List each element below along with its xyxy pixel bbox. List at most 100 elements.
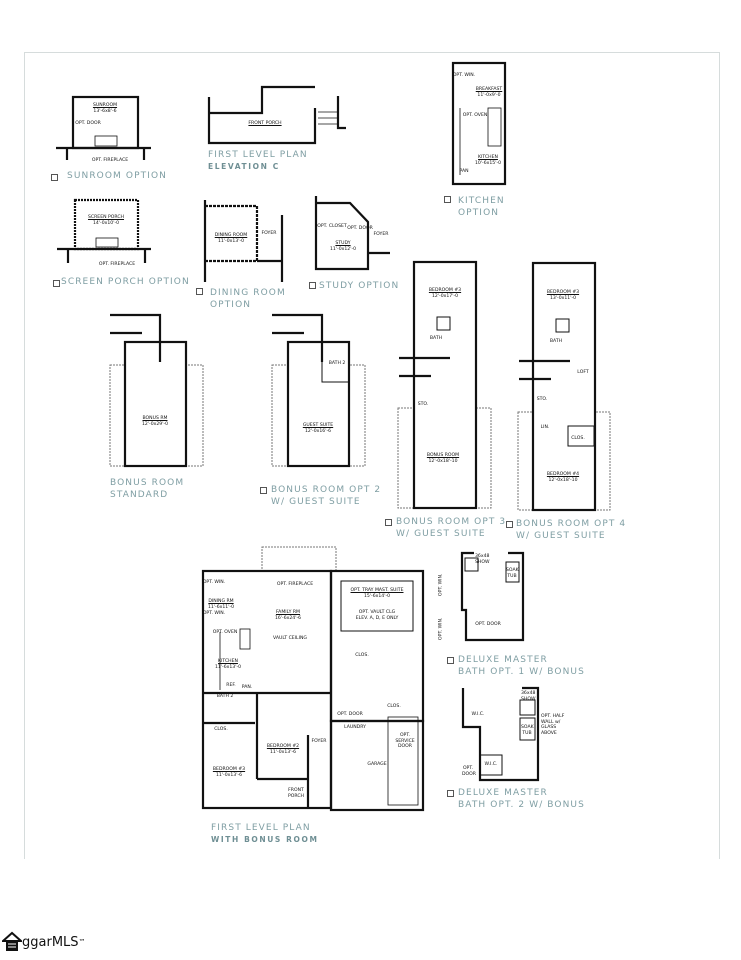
loft-label: LOFT <box>577 370 589 375</box>
caption-sunroom-option: SUNROOM OPTION <box>67 171 167 181</box>
room-name: BEDROOM #2 <box>266 744 300 749</box>
caption-line: W/ GUEST SUITE <box>516 531 606 541</box>
shower-label: 36x48 SHOW <box>475 554 490 565</box>
room-name: DINING RM <box>208 599 234 604</box>
shower-label: 36x48 SHOW <box>521 691 536 702</box>
screen-porch-option-checkbox[interactable] <box>53 280 60 287</box>
bonus-standard-plan <box>109 313 204 468</box>
half-wall-label: OPT. HALF WALL w/ GLASS ABOVE <box>541 714 565 736</box>
storage-label: STO. <box>417 402 429 407</box>
caption-line: BONUS ROOM <box>110 478 185 488</box>
caption-screen-porch-option: SCREEN PORCH OPTION <box>61 277 190 287</box>
opt-door-label: OPT. DOOR <box>75 121 101 126</box>
tub-label: SOAK TUB <box>521 725 534 736</box>
closet-label: CLOS. <box>571 436 585 441</box>
caption-line: DINING ROOM <box>210 288 286 298</box>
room-name: STUDY <box>335 241 351 246</box>
opt-fireplace-label: OPT. FIREPLACE <box>91 158 129 163</box>
pantry-label: PAN <box>459 169 469 174</box>
opt-fireplace-label: OPT. FIREPLACE <box>98 262 136 267</box>
sunroom-option-checkbox[interactable] <box>51 174 58 181</box>
bonus-room-opt3-checkbox[interactable] <box>385 519 392 526</box>
caption-line: DELUXE MASTER <box>458 788 548 798</box>
trademark: ™ <box>78 938 86 946</box>
pantry-label: PAN. <box>241 685 253 690</box>
room-name: KITCHEN <box>478 155 498 160</box>
closet-label: CLOS. <box>387 704 401 709</box>
foyer-label: FOYER <box>311 739 327 744</box>
room-name: GUEST SUITE <box>302 423 334 428</box>
bonus-room-opt4-checkbox[interactable] <box>506 521 513 528</box>
deluxe-master-bath-2-checkbox[interactable] <box>447 790 454 797</box>
opt-service-door-label: OPT. SERVICE DOOR <box>395 733 415 749</box>
opt-oven-label: OPT. OVEN <box>212 630 238 635</box>
room-dim: 11'-6x11'-0 <box>207 604 235 610</box>
opt-oven-label: OPT. OVEN <box>462 113 488 118</box>
bath-label: BATH <box>429 336 443 341</box>
room-name: BEDROOM #3 <box>428 288 462 293</box>
opt-door-label: OPT. DOOR <box>475 622 501 627</box>
kitchen-option-checkbox[interactable] <box>444 196 451 203</box>
room-dim: 11'-0x13'-6 <box>269 749 297 755</box>
room-dim: 10'-6x15'-0 <box>474 160 502 166</box>
dining-room-option-checkbox[interactable] <box>196 288 203 295</box>
caption-subtitle: WITH BONUS ROOM <box>211 835 319 844</box>
study-option-checkbox[interactable] <box>309 282 316 289</box>
page-frame <box>24 52 720 859</box>
caption-line: BATH OPT. 1 W/ BONUS <box>458 667 585 677</box>
caption-title: FIRST LEVEL PLAN <box>208 150 308 160</box>
caption-line: DELUXE MASTER <box>458 655 548 665</box>
deluxe-master-bath-1-checkbox[interactable] <box>447 657 454 664</box>
room-dim: 11'-6x13'-0 <box>214 664 242 670</box>
bonus-room-opt2-checkbox[interactable] <box>260 487 267 494</box>
room-name: FAMILY RM <box>275 610 301 615</box>
caption-title: FIRST LEVEL PLAN <box>211 823 311 833</box>
caption-line: BONUS ROOM OPT 4 <box>516 519 627 529</box>
room-name: BEDROOM #4 <box>546 472 580 477</box>
room-dim: 13'-6x8'-6 <box>93 108 117 114</box>
caption-line: OPTION <box>210 300 252 310</box>
room-dim: 15'-6x14'-0 <box>363 593 391 599</box>
room-name: BEDROOM #3 <box>212 767 246 772</box>
room-dim: 12'-0x18'-10 <box>428 458 458 464</box>
room-dim: 12'-0x18'-10 <box>548 477 578 483</box>
room-dim: 11'-0x12'-0 <box>329 246 357 252</box>
caption-deluxe-master-bath-1: DELUXE MASTER BATH OPT. 1 W/ BONUS <box>458 654 585 678</box>
room-name: SCREEN PORCH <box>87 215 125 220</box>
storage-label: STO. <box>536 397 548 402</box>
opt-vault-clg-label: OPT. VAULT CLG ELEV. A, D, E ONLY <box>355 610 399 621</box>
room-name: FRONT PORCH <box>248 121 282 126</box>
caption-study-option: STUDY OPTION <box>319 281 400 291</box>
room-name: BREAKFAST <box>475 87 503 92</box>
caption-first-level-with-bonus: FIRST LEVEL PLAN WITH BONUS ROOM <box>211 822 319 846</box>
caption-dining-room-option: DINING ROOM OPTION <box>210 287 286 311</box>
deluxe-master-bath-1-plan <box>460 551 525 642</box>
caption-line: STANDARD <box>110 490 169 500</box>
opt-closet-label: OPT. CLOSET <box>317 224 347 229</box>
wic-label: W.I.C. <box>484 762 498 767</box>
room-name: OPT. TRAY MAST. SUITE <box>350 588 404 593</box>
front-porch-label: FRONT PORCH <box>287 788 304 799</box>
bonus-opt2-plan <box>271 313 366 468</box>
room-dim: 13'-0x11'-0 <box>549 295 577 301</box>
opt-door-label: OPT. DOOR <box>462 766 476 777</box>
room-dim: 11'-0x13'-6 <box>215 772 243 778</box>
opt-fireplace-label: OPT. FIREPLACE <box>276 582 314 587</box>
opt-win-label: OPT. WIN. <box>438 617 444 640</box>
